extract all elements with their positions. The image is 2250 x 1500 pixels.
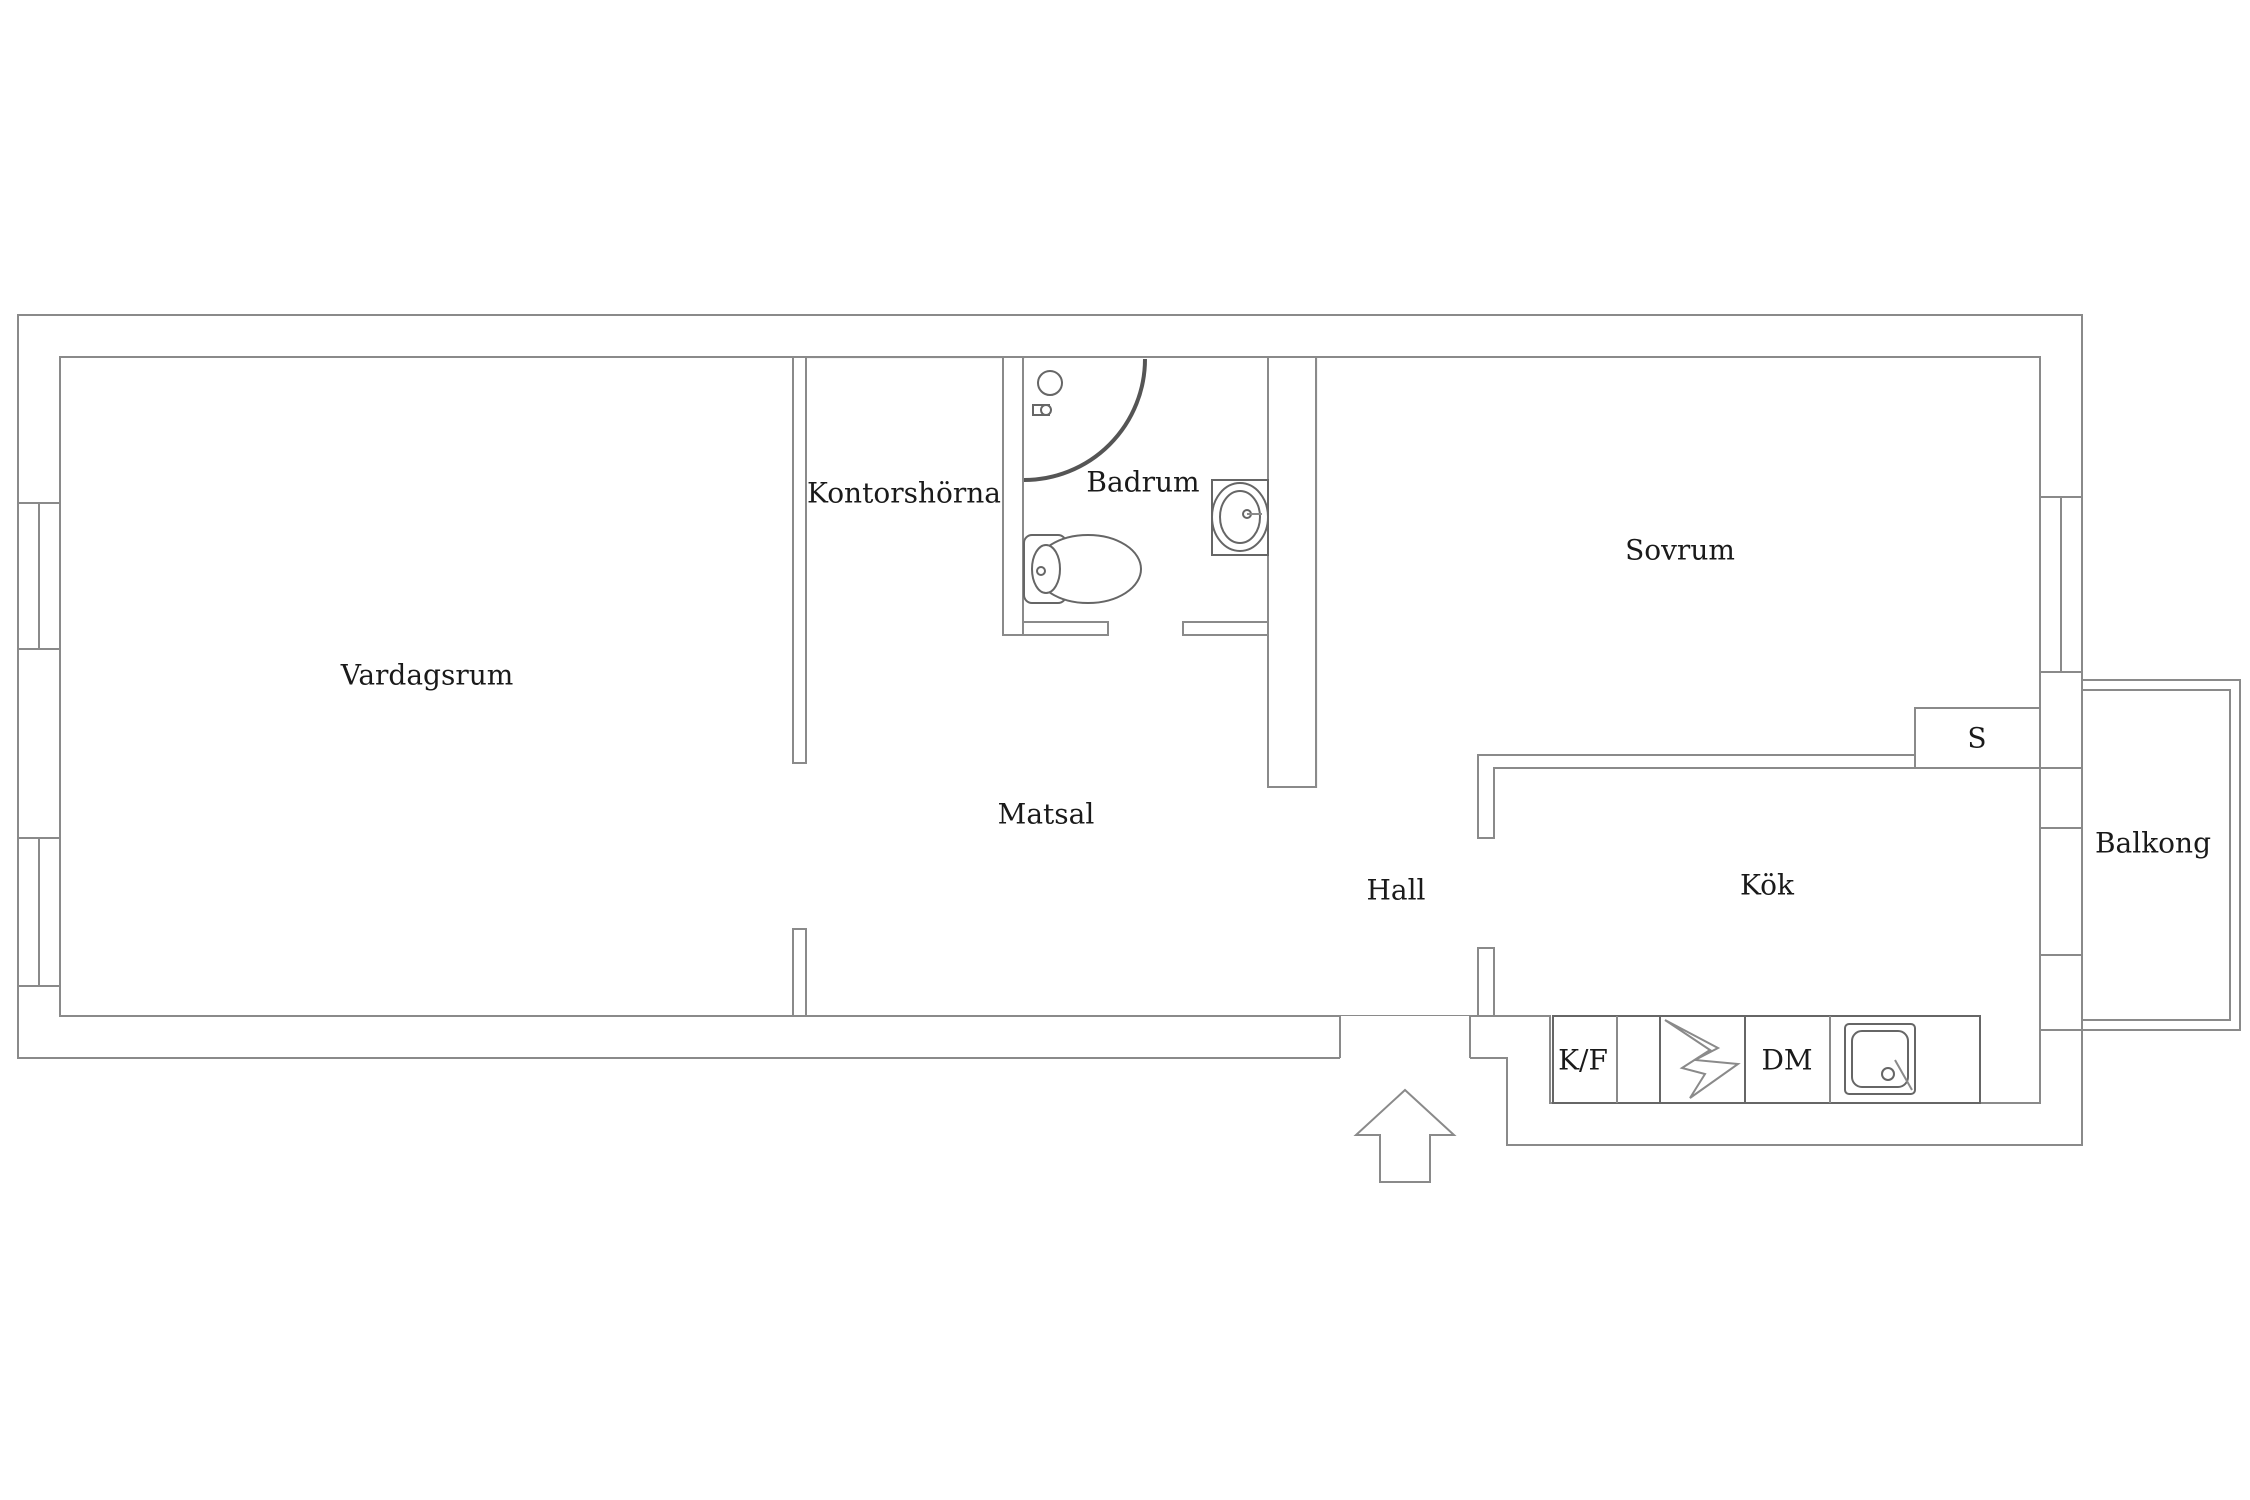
room-label-vardagsrum: Vardagsrum [340,659,514,692]
room-label-balkong: Balkong [2095,827,2211,860]
entrance-opening [1339,1016,1471,1060]
sink-icon [1844,1023,1916,1095]
window-left-top [17,502,61,650]
kitchen-balcony-door [2039,767,2083,1031]
room-label-sovrum: Sovrum [1625,534,1735,567]
stove-icon [1659,1015,1746,1104]
wall-bedroom-kitchen [1477,707,2041,1017]
fridge-freezer-label: K/F [1558,1044,1608,1077]
washbasin-icon [1211,479,1269,556]
room-label-forrad: S [1967,722,1986,755]
window-left-bottom [17,837,61,987]
room-label-badrum: Badrum [1086,466,1199,499]
wall-living-dining [792,356,807,1017]
window-right [2039,496,2083,673]
dishwasher-label: DM [1761,1044,1812,1077]
room-label-kontorshorna: Kontorshörna [807,477,1001,510]
room-label-hall: Hall [1366,874,1425,907]
wall-office-bath [805,356,1318,788]
room-label-kok: Kök [1740,869,1795,902]
balcony [2082,679,2241,1031]
outer-wall [17,314,2083,1146]
entrance-arrow-icon [1353,1088,1457,1183]
toilet-icon [1023,534,1142,604]
shower-icon [1023,358,1147,482]
room-label-matsal: Matsal [998,798,1095,831]
